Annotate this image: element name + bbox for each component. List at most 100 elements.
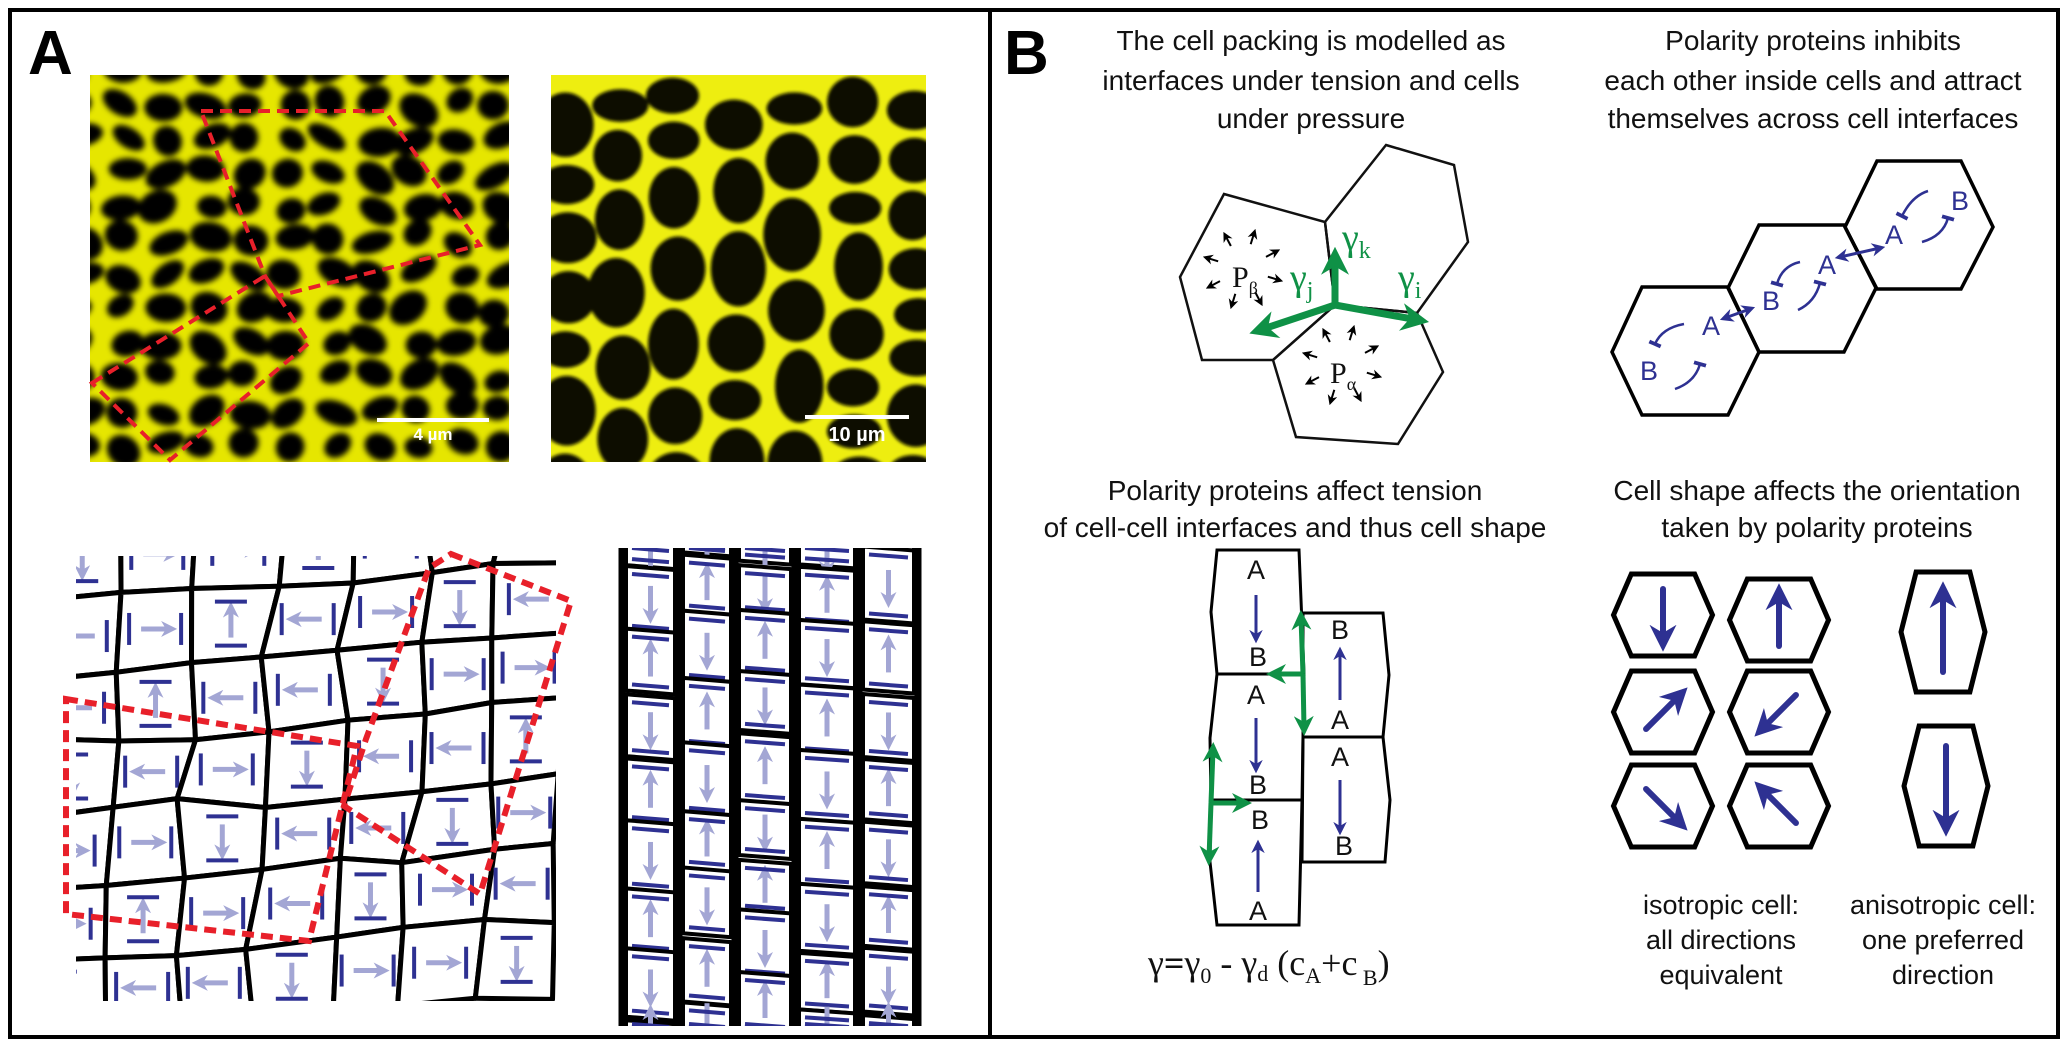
pressure-arrow bbox=[1352, 387, 1362, 403]
cell-interior bbox=[592, 89, 649, 122]
cell-interior bbox=[147, 403, 180, 426]
cell-interior bbox=[102, 75, 143, 83]
cell-interior bbox=[648, 167, 700, 229]
cell-interior bbox=[352, 260, 390, 293]
protein-label: A bbox=[1702, 311, 1720, 341]
polarity-protein-mark bbox=[744, 915, 786, 923]
cell-interior bbox=[888, 190, 926, 241]
polarity-direction-arrow bbox=[1754, 781, 1799, 826]
polarity-protein-mark bbox=[631, 700, 670, 708]
cell-interior bbox=[485, 221, 509, 250]
cell-interior bbox=[826, 368, 879, 407]
protein-label: A bbox=[1247, 555, 1265, 585]
pressure-arrow bbox=[1267, 273, 1284, 284]
cell-outline bbox=[1178, 192, 1337, 362]
cell-hexagon bbox=[1726, 668, 1832, 756]
cell-interior bbox=[593, 129, 643, 182]
cell-interior bbox=[477, 90, 509, 120]
polarity-protein-mark bbox=[804, 676, 850, 684]
polarity-protein-mark bbox=[868, 681, 909, 689]
cell-interior bbox=[184, 434, 214, 458]
cell-interior bbox=[153, 125, 182, 157]
pressure-arrow bbox=[1228, 293, 1239, 310]
cell-interior bbox=[319, 360, 352, 384]
cell-interior bbox=[834, 232, 883, 301]
cell-interior bbox=[551, 165, 595, 205]
polarity-direction-arrow bbox=[1754, 692, 1799, 737]
cell-interior bbox=[478, 75, 509, 84]
pressure-arrow bbox=[1265, 249, 1281, 259]
cell-drawing-left-roi bbox=[63, 550, 575, 945]
tension-arrow-j bbox=[1249, 301, 1337, 338]
cell-interior bbox=[439, 362, 477, 396]
cell-interior bbox=[90, 227, 103, 261]
cell-interior bbox=[768, 279, 825, 342]
cell-interior bbox=[271, 158, 303, 188]
polarity-protein-mark bbox=[688, 1008, 726, 1016]
protein-label: A bbox=[1885, 220, 1903, 250]
pressure-arrow bbox=[1202, 254, 1219, 265]
cell-interior bbox=[358, 127, 402, 158]
cell-interior bbox=[707, 314, 765, 372]
cell-interior bbox=[188, 258, 225, 284]
pressure-arrow bbox=[1223, 231, 1233, 247]
cell-hexagon bbox=[1898, 569, 1988, 695]
cell-interior bbox=[648, 387, 703, 445]
cell-interior bbox=[271, 398, 305, 429]
scale-bar-left: 4 µm bbox=[377, 418, 489, 444]
polarity-protein-mark bbox=[631, 815, 670, 823]
cell-interior bbox=[90, 297, 92, 321]
cell-interior bbox=[227, 93, 262, 118]
inhibition-arc bbox=[1921, 214, 1955, 244]
cell-interior bbox=[315, 399, 358, 427]
polarity-protein-mark bbox=[868, 937, 909, 945]
polarity-protein-mark bbox=[744, 793, 786, 801]
polarity-protein-mark bbox=[804, 1001, 850, 1009]
cell-interior bbox=[888, 248, 926, 291]
cell-outline bbox=[490, 556, 556, 566]
polarity-protein-mark bbox=[688, 748, 726, 756]
cell-interior bbox=[269, 366, 302, 395]
cell-interior bbox=[361, 396, 399, 421]
cell-interior bbox=[404, 436, 433, 459]
cell-interior bbox=[189, 330, 227, 365]
cell-outline bbox=[76, 955, 109, 1001]
polarity-protein-mark bbox=[688, 560, 726, 568]
polarity-protein-mark bbox=[868, 875, 909, 883]
cell-hexagon bbox=[1726, 762, 1832, 850]
cell-interior bbox=[594, 189, 645, 250]
cell-interior bbox=[451, 265, 480, 288]
polarity-protein-mark bbox=[804, 755, 850, 763]
cell-interior bbox=[90, 325, 93, 357]
polarity-protein-mark bbox=[868, 699, 909, 707]
cell-interior bbox=[596, 479, 644, 541]
polarity-protein-mark bbox=[744, 847, 786, 855]
polarity-protein-mark bbox=[868, 765, 909, 773]
cell-interior bbox=[227, 360, 257, 387]
cell-interior bbox=[233, 158, 266, 190]
cell-interior bbox=[892, 454, 926, 462]
polarity-protein-mark bbox=[688, 944, 726, 952]
polarity-direction-arrow bbox=[1643, 786, 1688, 831]
cell-interior bbox=[551, 331, 591, 368]
cell-interior bbox=[229, 122, 259, 153]
cell-interior bbox=[311, 160, 345, 184]
pressure-arrow bbox=[1322, 327, 1332, 343]
section-title: taken by polarity proteins bbox=[1661, 512, 1972, 543]
protein-label: A bbox=[1331, 705, 1349, 735]
cell-outline bbox=[350, 556, 435, 586]
cell-outline bbox=[1271, 303, 1445, 446]
cell-interior bbox=[479, 324, 509, 355]
cell-interior bbox=[229, 400, 272, 430]
cell-interior bbox=[551, 212, 597, 264]
cell-interior bbox=[763, 197, 821, 272]
cell-interior bbox=[436, 329, 477, 356]
polarity-protein-mark bbox=[688, 673, 726, 680]
section-title: Cell shape affects the orientation bbox=[1613, 475, 2020, 506]
polarity-protein-mark bbox=[804, 1015, 850, 1023]
cell-interior bbox=[90, 397, 106, 427]
cell-interior bbox=[485, 431, 509, 462]
polarity-protein-mark bbox=[744, 615, 786, 623]
polarity-protein-mark bbox=[631, 881, 670, 889]
cell-interior bbox=[886, 90, 926, 130]
